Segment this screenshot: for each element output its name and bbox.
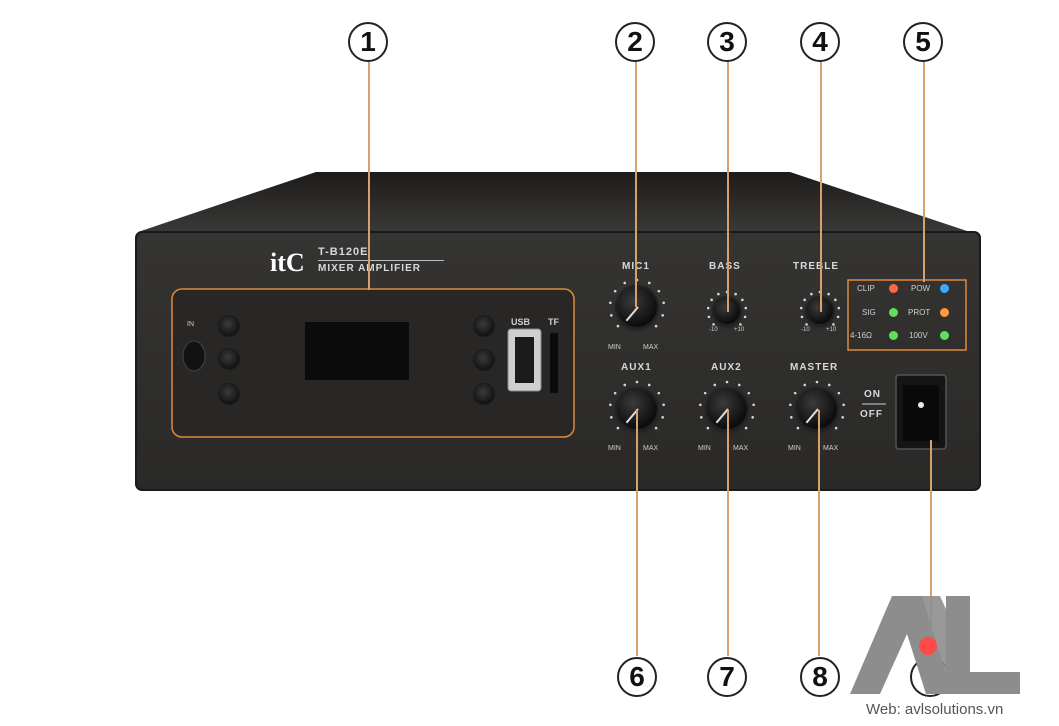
leader-line-9 [930,440,932,656]
eq-button[interactable] [219,384,239,404]
master-max-label: MAX [823,445,839,452]
repeat-button[interactable] [219,349,239,369]
switch-off-label: OFF [860,409,883,420]
aux-in-jack [182,340,206,372]
leader-line-4 [820,60,822,312]
leader-line-7 [727,410,729,656]
pow-led [940,284,949,293]
prot-label: PROT [908,308,931,317]
callout-2: 2 [615,22,655,62]
leader-line-8 [818,410,820,656]
aux1-label: AUX1 [621,362,652,373]
mic1-min-label: MIN [608,344,621,351]
play-pause-button[interactable] [474,350,494,370]
callout-8: 8 [800,657,840,697]
leader-line-6 [636,410,638,656]
avl-logo-icon [850,596,1020,694]
callout-1: 1 [348,22,388,62]
amplifier-top-cover [138,172,970,232]
usb-label: USB [511,317,531,327]
master-knob[interactable] [797,389,837,429]
tf-label: TF [548,317,559,327]
model-name: T-B120E [318,246,369,258]
callout-5: 5 [903,22,943,62]
bass-max-label: +10 [734,327,745,333]
brand-logo: itC [270,248,305,277]
bass-min-label: -10 [709,327,718,333]
ohm-label: 4-16Ω [850,331,872,340]
tf-card-slot [550,333,558,393]
in-label: IN [187,321,194,328]
status-led-box [847,279,967,351]
mode-button[interactable] [219,316,239,336]
master-min-label: MIN [788,445,801,452]
v100-led [940,331,949,340]
clip-led [889,284,898,293]
next-button[interactable] [474,384,494,404]
switch-on-label: ON [864,389,881,400]
treble-min-label: -10 [801,327,810,333]
mic1-knob[interactable] [617,287,657,327]
watermark-web: Web: avlsolutions.vn [866,701,1004,718]
display-screen [305,322,409,380]
sig-label: SIG [862,308,876,317]
treble-label: TREBLE [793,261,839,272]
previous-button[interactable] [474,316,494,336]
aux1-min-label: MIN [608,445,621,452]
leader-line-1 [368,60,370,290]
leader-line-5 [923,60,925,282]
aux2-label: AUX2 [711,362,742,373]
master-label: MASTER [790,362,839,373]
callout-6: 6 [617,657,657,697]
ohm-led [889,331,898,340]
bass-label: BASS [709,261,741,272]
leader-line-3 [727,60,729,312]
callout-7: 7 [707,657,747,697]
leader-line-2 [635,60,637,307]
mic1-max-label: MAX [643,344,659,351]
power-switch-rocker [903,385,939,441]
model-underline [318,260,444,261]
aux1-max-label: MAX [643,445,659,452]
watermark-logo [850,592,1050,698]
aux2-min-label: MIN [698,445,711,452]
clip-label: CLIP [857,284,875,293]
sig-led [889,308,898,317]
aux2-max-label: MAX [733,445,749,452]
pow-label: POW [911,284,931,293]
callout-3: 3 [707,22,747,62]
callout-4: 4 [800,22,840,62]
treble-max-label: +10 [826,327,837,333]
v100-label: 100V [909,331,928,340]
prot-led [940,308,949,317]
